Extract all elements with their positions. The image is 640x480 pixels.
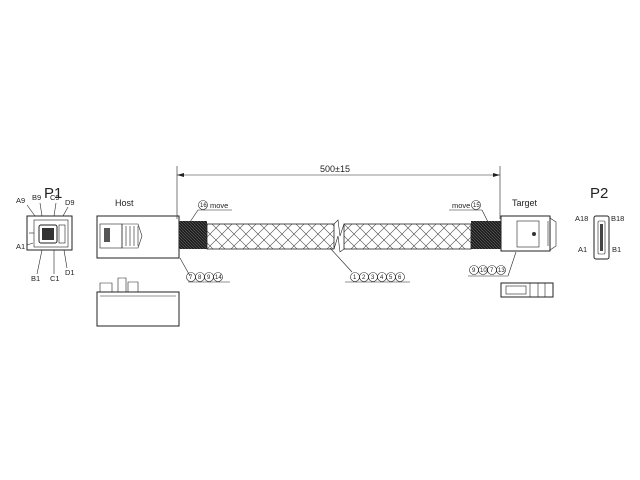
target-connector-top-view	[500, 282, 554, 298]
callout-left-move: 16 move	[189, 200, 232, 223]
callout-cable-part-3: 3	[371, 275, 375, 281]
callout-target-part-2: 10	[480, 268, 487, 274]
cable-body	[206, 219, 501, 253]
p2-pin-a1: A1	[578, 245, 587, 254]
callout-host-part-2: 8	[198, 275, 202, 281]
host-connector-top-view	[96, 277, 180, 327]
callout-right-move-number: 15	[473, 203, 480, 209]
length-dimension: 500±15	[176, 164, 501, 219]
callout-host-part-3: 9	[207, 275, 211, 281]
callout-right-move: move 15	[449, 200, 489, 223]
p1-connector-face: P1 A9 B9 C9 D9 A1 B1 C1 D1	[16, 185, 75, 283]
callout-left-move-text: move	[210, 201, 228, 210]
p1-pin-b1: B1	[31, 274, 40, 283]
callout-cable-part-6: 6	[398, 275, 402, 281]
p2-pin-b18: B18	[611, 214, 624, 223]
p2-pin-a18: A18	[575, 214, 588, 223]
callout-right-move-text: move	[452, 201, 470, 210]
callout-target-parts: 9 10 7 13	[468, 251, 517, 277]
p2-title: P2	[590, 185, 608, 202]
callout-host-parts: 7 8 9 14	[179, 257, 230, 283]
target-label: Target	[512, 198, 538, 208]
callout-host-part-1: 7	[189, 275, 193, 281]
callout-cable-part-1: 1	[353, 275, 357, 281]
p2-pin-b1: B1	[612, 245, 621, 254]
p1-pin-d9: D9	[65, 198, 75, 207]
callout-target-part-1: 9	[472, 268, 476, 274]
callout-left-move-number: 16	[200, 203, 207, 209]
host-connector: Host	[96, 198, 207, 259]
callout-target-part-4: 13	[498, 268, 505, 274]
callout-host-part-4: 14	[215, 275, 222, 281]
callout-cable-parts: 1 2 3 4 5 6	[329, 247, 410, 283]
p1-pin-b9: B9	[32, 193, 41, 202]
callout-cable-part-5: 5	[389, 275, 393, 281]
p1-pin-a1: A1	[16, 242, 25, 251]
p1-pin-d1: D1	[65, 268, 75, 277]
p2-connector-face: P2 A18 B18 A1 B1	[575, 185, 624, 260]
length-label: 500±15	[320, 164, 350, 174]
callout-cable-part-2: 2	[362, 275, 366, 281]
target-connector: Target	[500, 198, 557, 252]
host-label: Host	[115, 198, 134, 208]
p1-title: P1	[44, 185, 62, 202]
p1-pin-c9: C9	[50, 193, 60, 202]
p1-pin-c1: C1	[50, 274, 60, 283]
callout-cable-part-4: 4	[380, 275, 384, 281]
p1-pin-a9: A9	[16, 196, 25, 205]
callout-target-part-3: 7	[490, 268, 494, 274]
